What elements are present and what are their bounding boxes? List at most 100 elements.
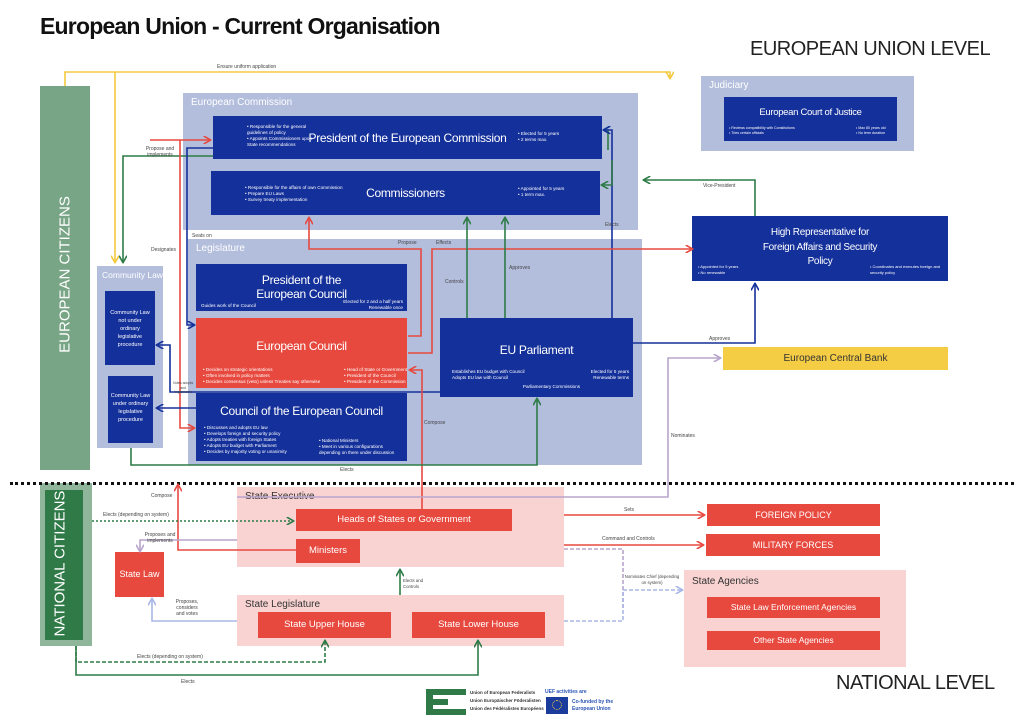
bullet: President of the Commission (344, 379, 407, 385)
uef-name: Union of European Federalists (470, 690, 536, 695)
arrow-label: Elects (605, 222, 619, 228)
arrow-label: Seats on (192, 233, 212, 239)
arrow-label: Sets (624, 507, 635, 513)
arrow-effects (408, 249, 692, 354)
arrow-elects-lower (75, 641, 478, 676)
box-note: Establishes EU budget with Council (452, 369, 525, 374)
eu-parliament-box[interactable]: EU Parliament Establishes EU budget with… (440, 318, 633, 397)
bullet: Adopts EU budget with Parliament (204, 443, 287, 449)
president-commission-box[interactable]: President of the European Commission Res… (213, 116, 602, 159)
other-agencies-box[interactable]: Other State Agencies (707, 631, 880, 650)
box-title: Commissioners (366, 186, 445, 200)
arrow-label: Propose and implements (145, 146, 175, 158)
box-title: High Representative for Foreign Affairs … (762, 227, 878, 267)
arrow-propose (309, 218, 422, 337)
bullet: Meet in various configurations depending… (319, 444, 404, 456)
bullet: Tries certain officials (729, 131, 795, 136)
box-note: Renewable once (368, 305, 403, 310)
arrow-propose-implements (123, 155, 213, 262)
state-law-box[interactable]: State Law (115, 552, 164, 597)
state-upper-house-box[interactable]: State Upper House (258, 612, 391, 638)
arrow-label: Compose (424, 420, 446, 426)
arrow-label: Votes adopts and implements (172, 381, 194, 394)
european-council-box[interactable]: European Council Decides on strategic or… (196, 318, 407, 388)
bullet: Coordinates and executes foreign and sec… (870, 264, 946, 276)
ministers-box[interactable]: Ministers (296, 539, 360, 563)
eu-level-label: EUROPEAN UNION LEVEL (750, 38, 991, 60)
group-label: European Commission (191, 97, 293, 108)
group-label: Community Law (102, 270, 163, 280)
high-representative-box[interactable]: High Representative for Foreign Affairs … (692, 216, 948, 281)
arrow-label: Elects (340, 467, 354, 473)
bullet: Reviews compatibility with Constitutions (729, 126, 795, 131)
group-label: State Agencies (692, 576, 759, 587)
arrow-compose (410, 370, 423, 509)
arrow-elects (604, 130, 613, 318)
box-note: Guides work of the Council (201, 303, 256, 308)
arrow-label: Nominates (671, 433, 695, 439)
military-forces-box[interactable]: MILITARY FORCES (706, 534, 880, 556)
bullet: President of the Council (344, 373, 407, 379)
arrow-pres-commissioners (604, 130, 608, 150)
bullet: Often involved in policy matters (203, 373, 320, 379)
box-title: EU Parliament (499, 343, 574, 357)
box-note: Elected for 5 years (590, 369, 629, 374)
arrow-label: Propose (398, 240, 417, 246)
bullet: Survey treaty implementation (245, 197, 343, 203)
bullet: Head of State or Government (344, 367, 407, 373)
box-title: Council of the European Council (220, 404, 383, 418)
law-enforcement-box[interactable]: State Law Enforcement Agencies (707, 597, 880, 618)
community-law-not-ordinary[interactable]: Community Law not under ordinary legisla… (105, 291, 155, 365)
arrow-label: Approves (709, 336, 731, 342)
box-title: President of the European Council (256, 273, 347, 301)
council-eu-box[interactable]: Council of the European Council Discusse… (196, 393, 407, 461)
national-citizens-bar: NATIONAL CITIZENS (40, 483, 92, 646)
president-european-council-box[interactable]: President of the European Council Guides… (196, 264, 407, 311)
arrow-label: Vice-President (703, 183, 736, 189)
box-title: President of the European Commission (308, 131, 507, 145)
arrow-proposes-implements (140, 539, 237, 551)
bullet: Develops foreign and security policy (204, 431, 287, 437)
european-court-of-justice-box[interactable]: European Court of Justice Reviews compat… (724, 97, 897, 141)
arrow-votes-not-ordinary (157, 345, 440, 393)
bullet: Decides by majority voting or unanimity (204, 449, 287, 455)
state-agencies-group: State Agencies (684, 570, 906, 667)
group-label: Legislature (196, 243, 245, 254)
bullet: Responsible for the affairs of own Commi… (245, 185, 343, 191)
box-note: Adopts EU law with Council (452, 375, 509, 380)
arrow-label: Command and Controls (602, 536, 655, 542)
european-central-bank-box[interactable]: European Central Bank (723, 347, 948, 370)
bullet: 1 term max. (518, 192, 564, 198)
arrow-label: Effects (436, 240, 452, 246)
arrow-nominates-chief (564, 590, 682, 622)
commissioners-box[interactable]: Commissioners Responsible for the affair… (211, 171, 600, 215)
national-level-label: NATIONAL LEVEL (836, 672, 995, 694)
foreign-policy-box[interactable]: FOREIGN POLICY (707, 504, 880, 526)
european-citizens-bar: EUROPEAN CITIZENS (40, 86, 90, 470)
cofunded-text: Co-funded by the European Union (572, 699, 614, 712)
bullet: No renewable (698, 270, 738, 276)
uef-activities: UEF activities are (545, 689, 587, 695)
bullet: Appointed for 5 years (518, 186, 565, 192)
arrow-approves-hr (633, 284, 755, 344)
box-note: Elected for 2 and a half years (343, 299, 403, 304)
level-divider (10, 482, 1014, 485)
state-lower-house-box[interactable]: State Lower House (412, 612, 545, 638)
arrow-nominates-chief-line (564, 548, 624, 610)
heads-of-state-box[interactable]: Heads of States or Government (296, 509, 512, 531)
box-title: European Court of Justice (759, 107, 862, 118)
arrow-proposes-votes (152, 599, 237, 622)
arrow-compose-ministers (178, 485, 296, 551)
eu-flag-icon (546, 697, 568, 714)
bullet: Decides consensus (veto) unless Treaties… (203, 379, 320, 385)
arrow-label: Designates (151, 247, 177, 253)
community-law-ordinary[interactable]: Community Law under ordinary legislative… (108, 376, 153, 443)
bullet: Elected for 5 years (518, 131, 559, 137)
arrow-designates (179, 140, 194, 428)
arrow-label: Ensure uniform application (217, 64, 277, 70)
arrow-ensure (64, 71, 670, 86)
bullet: No term duration (856, 131, 886, 136)
arrow-seats-on (186, 147, 213, 325)
arrow-label: Elects (depending on system) (103, 512, 169, 518)
